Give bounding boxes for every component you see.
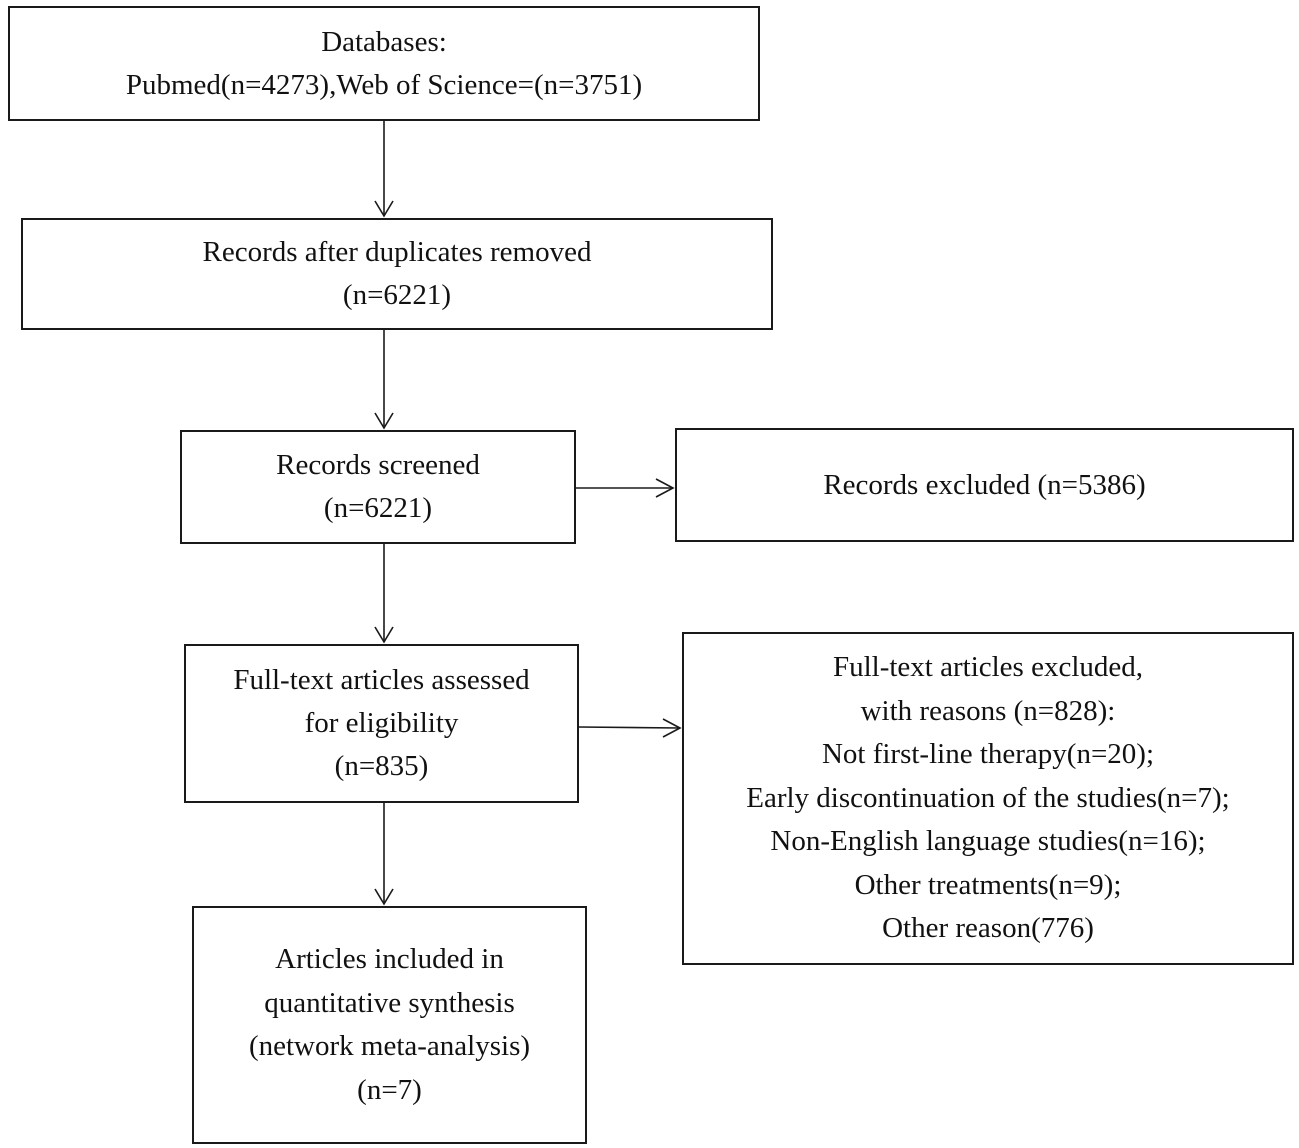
articles-included-box: Articles included in quantitative synthe… xyxy=(192,906,587,1144)
fulltext-excluded-line-4: Early discontinuation of the studies(n=7… xyxy=(746,781,1230,814)
databases-box: Databases: Pubmed(n=4273),Web of Science… xyxy=(8,6,760,121)
databases-line-1: Databases: xyxy=(321,25,447,58)
arrow-screened-to-fulltext xyxy=(374,544,394,644)
arrow-screened-to-excluded xyxy=(576,478,675,498)
databases-line-2: Pubmed(n=4273),Web of Science=(n=3751) xyxy=(125,68,643,101)
records-excluded-box: Records excluded (n=5386) xyxy=(675,428,1294,542)
articles-included-line-2: quantitative synthesis xyxy=(264,986,515,1019)
arrow-databases-to-dedup xyxy=(374,121,394,218)
fulltext-assessed-line-2: for eligibility xyxy=(304,707,459,739)
duplicates-removed-box: Records after duplicates removed (n=6221… xyxy=(21,218,773,330)
duplicates-removed-line-2: (n=6221) xyxy=(342,279,452,311)
fulltext-excluded-box: Full-text articles excluded, with reason… xyxy=(682,632,1294,965)
fulltext-excluded-line-6: Other treatments(n=9); xyxy=(854,868,1122,901)
records-screened-line-2: (n=6221) xyxy=(323,492,433,524)
fulltext-assessed-line-1: Full-text articles assessed xyxy=(233,664,530,696)
fulltext-excluded-line-3: Not first-line therapy(n=20); xyxy=(821,738,1155,771)
records-screened-box: Records screened (n=6221) xyxy=(180,430,576,544)
arrow-dedup-to-screened xyxy=(374,330,394,430)
records-screened-line-1: Records screened xyxy=(276,449,480,481)
fulltext-excluded-line-7: Other reason(776) xyxy=(882,912,1094,945)
articles-included-line-4: (n=7) xyxy=(357,1073,422,1106)
arrow-fulltext-to-included xyxy=(374,803,394,906)
articles-included-line-3: (network meta-analysis) xyxy=(248,1030,531,1062)
fulltext-assessed-line-3: (n=835) xyxy=(334,750,429,782)
arrow-fulltext-to-fulltext-excluded xyxy=(578,718,682,738)
articles-included-line-1: Articles included in xyxy=(275,943,504,975)
fulltext-excluded-line-2: with reasons (n=828): xyxy=(860,694,1116,727)
fulltext-assessed-box: Full-text articles assessed for eligibil… xyxy=(184,644,579,803)
fulltext-excluded-line-5: Non-English language studies(n=16); xyxy=(770,825,1206,858)
fulltext-excluded-line-1: Full-text articles excluded, xyxy=(832,651,1144,684)
records-excluded-line-1: Records excluded (n=5386) xyxy=(823,468,1146,501)
duplicates-removed-line-1: Records after duplicates removed xyxy=(202,236,592,268)
